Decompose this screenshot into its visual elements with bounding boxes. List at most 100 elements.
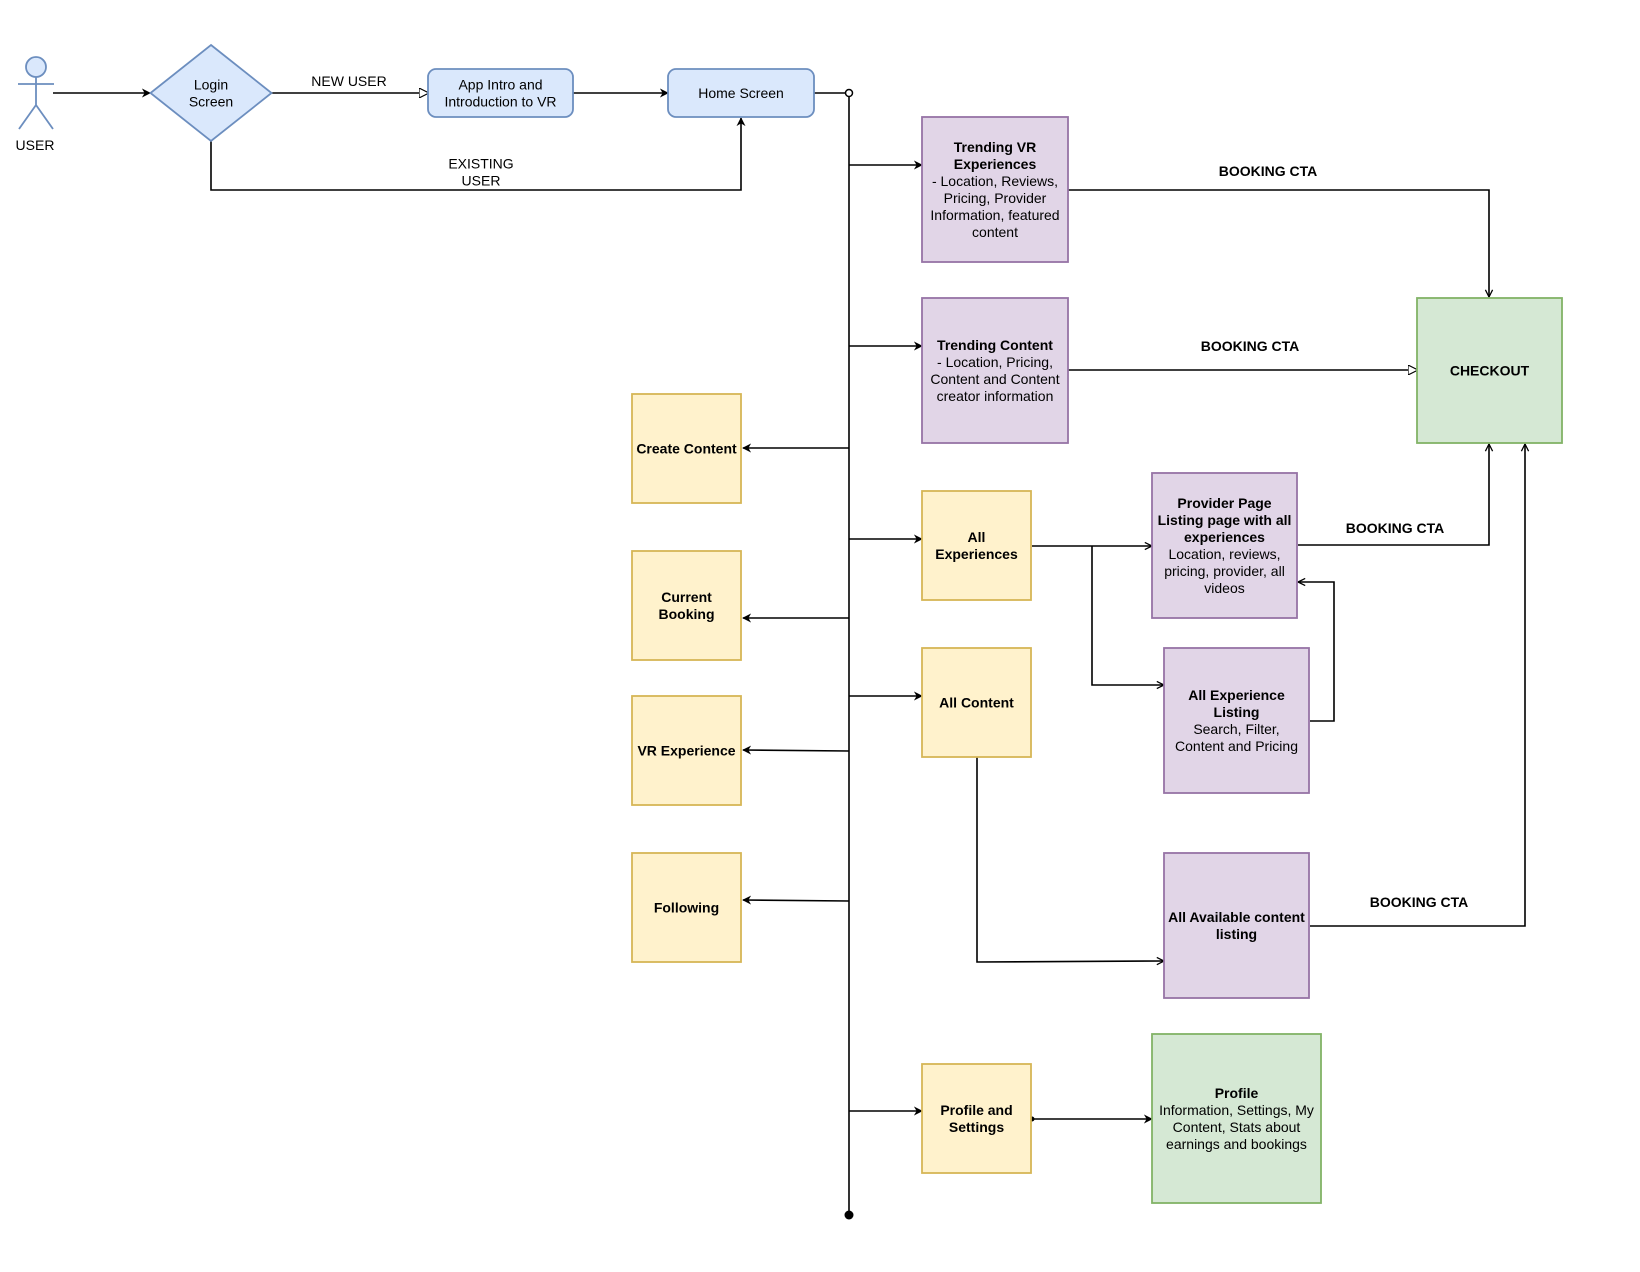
app-intro-box (427, 68, 574, 118)
existing-user-text: USER (462, 173, 501, 189)
following-box (631, 852, 742, 963)
connectors (53, 93, 1525, 1215)
edge-bus-to-following (742, 895, 850, 905)
login-diamond-shape (149, 43, 273, 143)
all-experience-listing-text: Content and Pricing (1175, 738, 1298, 754)
profile-text: earnings and bookings (1166, 1136, 1307, 1152)
login-text: Screen (189, 94, 233, 110)
profile-settings-box (921, 1063, 1032, 1174)
edge-bus-to-vr-experience (742, 745, 850, 755)
node-vr-experience: VR Experience (631, 695, 742, 806)
booking-cta-2-text: BOOKING CTA (1201, 338, 1300, 354)
trending-vr-text: - Location, Reviews, (932, 173, 1058, 189)
all-experience-listing-text: All Experience (1188, 687, 1285, 703)
existing-user-text: EXISTING (448, 156, 513, 172)
trending-content-text: creator information (937, 388, 1054, 404)
node-home: Home Screen (667, 68, 815, 118)
profile-text: Information, Settings, My (1159, 1102, 1314, 1118)
node-trending-content: Trending Content- Location, Pricing,Cont… (921, 297, 1069, 444)
edge-login-to-home-existing (210, 117, 746, 191)
provider-page-text: videos (1204, 580, 1244, 596)
node-checkout: CHECKOUT (1416, 297, 1563, 444)
trending-vr-text: content (972, 224, 1018, 240)
current-booking-text: Booking (659, 606, 715, 622)
profile-text: Profile (1215, 1085, 1259, 1101)
trending-content-text: Trending Content (937, 337, 1053, 353)
create-content-box (631, 393, 742, 504)
trending-content-box (921, 297, 1069, 444)
provider-page-text: Provider Page (1177, 495, 1271, 511)
profile-settings-text: Settings (949, 1119, 1004, 1135)
all-experience-listing-text: Listing (1214, 704, 1260, 720)
following-text: Following (654, 900, 719, 916)
edge-all-experiences-to-listing (1091, 546, 1164, 685)
trending-vr-text: Information, featured (930, 207, 1059, 223)
all-content-text: All Content (939, 695, 1014, 711)
provider-page-text: pricing, provider, all (1164, 563, 1285, 579)
user-actor-label: USER (16, 137, 55, 153)
user-actor-icon (18, 56, 54, 130)
checkout-text: CHECKOUT (1450, 363, 1530, 379)
edge-available-content-to-checkout (1310, 444, 1525, 927)
node-create-content: Create Content (631, 393, 742, 504)
all-experience-listing-text: Search, Filter, (1193, 721, 1279, 737)
edge-listing-to-provider (1298, 582, 1335, 722)
current-booking-text: Current (661, 589, 712, 605)
new-user-text: NEW USER (311, 73, 386, 89)
provider-page-box (1151, 472, 1298, 619)
all-experience-listing-box (1163, 647, 1310, 794)
node-all-content: All Content (921, 647, 1032, 758)
all-available-content-box (1163, 852, 1310, 999)
all-content-box (921, 647, 1032, 758)
edge-label-booking-cta-3: BOOKING CTA (1346, 520, 1445, 536)
node-following: Following (631, 852, 742, 963)
app-intro-text: App Intro and (458, 77, 542, 93)
vr-experience-text: VR Experience (637, 743, 735, 759)
provider-page-text: Listing page with all (1158, 512, 1292, 528)
edge-label-new-user: NEW USER (311, 73, 386, 89)
booking-cta-4-text: BOOKING CTA (1370, 894, 1469, 910)
home-text: Home Screen (698, 85, 784, 101)
trending-vr-box (921, 116, 1069, 263)
checkout-box (1416, 297, 1563, 444)
trending-content-text: - Location, Pricing, (937, 354, 1053, 370)
edge-trending-vr-to-checkout (1068, 189, 1489, 297)
trending-content-text: Content and Content (930, 371, 1059, 387)
login-text: Login (194, 77, 228, 93)
edge-label-booking-cta-4: BOOKING CTA (1370, 894, 1469, 910)
trending-vr-text: Pricing, Provider (944, 190, 1047, 206)
home-box (667, 68, 815, 118)
provider-page-text: experiences (1184, 529, 1265, 545)
booking-cta-3-text: BOOKING CTA (1346, 520, 1445, 536)
edge-label-booking-cta-1: BOOKING CTA (1219, 163, 1318, 179)
create-content-text: Create Content (636, 441, 737, 457)
all-available-content-text: All Available content (1168, 909, 1305, 925)
edge-label-booking-cta-2: BOOKING CTA (1201, 338, 1300, 354)
all-experiences-text: Experiences (935, 546, 1018, 562)
booking-cta-1-text: BOOKING CTA (1219, 163, 1318, 179)
all-available-content-text: listing (1216, 926, 1257, 942)
trending-vr-text: Trending VR (954, 139, 1036, 155)
bus-start-junction (844, 88, 854, 98)
all-experiences-box (921, 490, 1032, 601)
bus-end-junction (844, 1210, 854, 1220)
profile-box (1151, 1033, 1322, 1204)
all-experiences-text: All (968, 529, 986, 545)
profile-text: Content, Stats about (1173, 1119, 1301, 1135)
provider-page-text: Location, reviews, (1168, 546, 1280, 562)
current-booking-box (631, 550, 742, 661)
edge-provider-to-checkout (1298, 444, 1489, 546)
trending-vr-text: Experiences (954, 156, 1037, 172)
